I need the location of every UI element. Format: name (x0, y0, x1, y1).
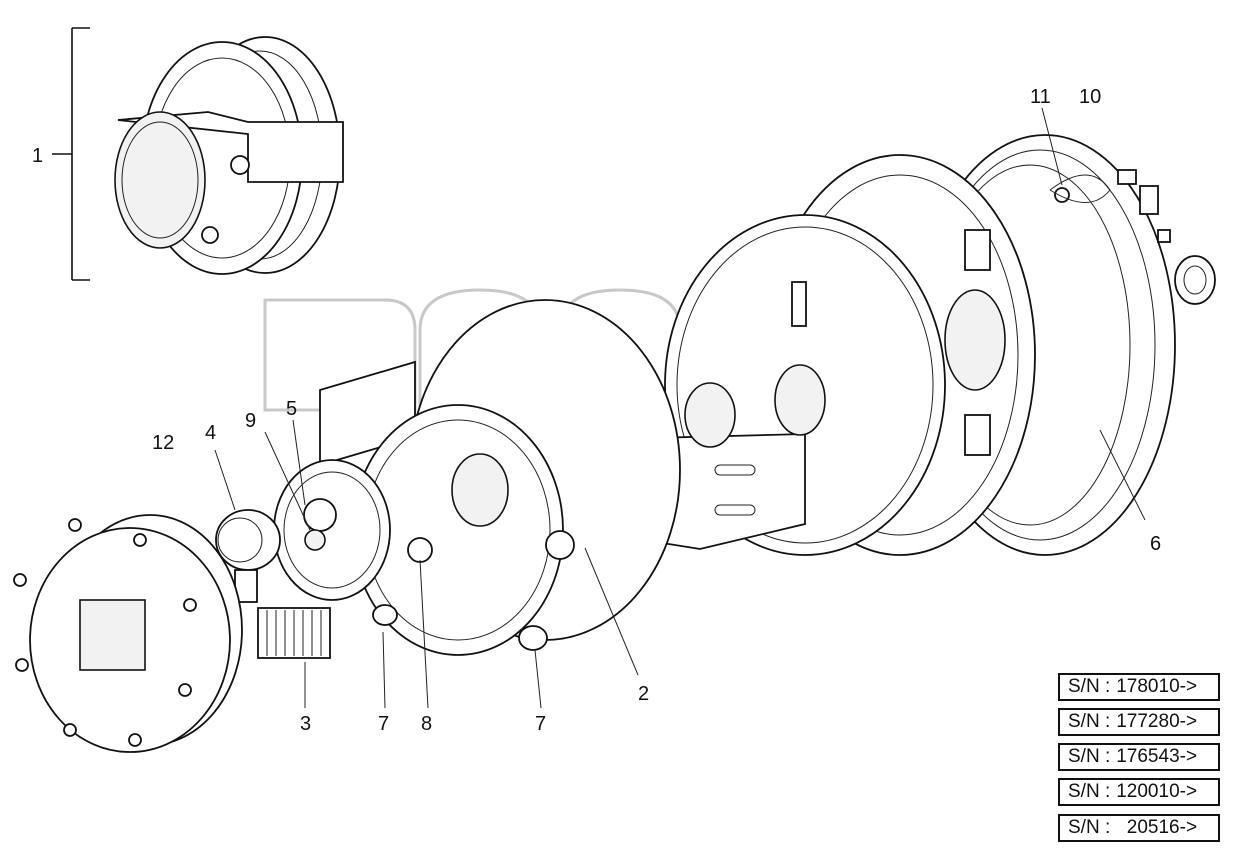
assembled-reel (52, 27, 344, 281)
callout-2: 2 (638, 683, 649, 705)
serial-number-box: S/N :177280-> (1058, 708, 1220, 736)
callout-4: 4 (205, 422, 216, 444)
callout-7b: 7 (535, 713, 546, 735)
callout-1: 1 (32, 145, 43, 167)
serial-number-box: S/N :176543-> (1058, 743, 1220, 771)
callout-11: 11 (1030, 86, 1051, 108)
callout-labels: 1 12 4 9 5 11 10 6 2 3 7 8 7 (32, 86, 1161, 735)
serial-number-box: S/N :120010-> (1058, 778, 1220, 806)
small-fittings (1041, 107, 1216, 305)
callout-8: 8 (421, 713, 432, 735)
terminal-block (257, 607, 331, 708)
callout-9: 9 (245, 410, 256, 432)
callout-12: 12 (152, 432, 174, 454)
housing-plate (352, 299, 681, 676)
callout-5: 5 (286, 398, 297, 420)
callout-7a: 7 (378, 713, 389, 735)
front-cover (13, 514, 243, 753)
callout-10: 10 (1079, 86, 1101, 108)
callout-3: 3 (300, 713, 311, 735)
leader-lines (382, 559, 542, 709)
callout-6: 6 (1150, 533, 1161, 555)
serial-number-box: S/N :178010-> (1058, 673, 1220, 701)
serial-number-box: S/N : 20516-> (1058, 814, 1220, 842)
